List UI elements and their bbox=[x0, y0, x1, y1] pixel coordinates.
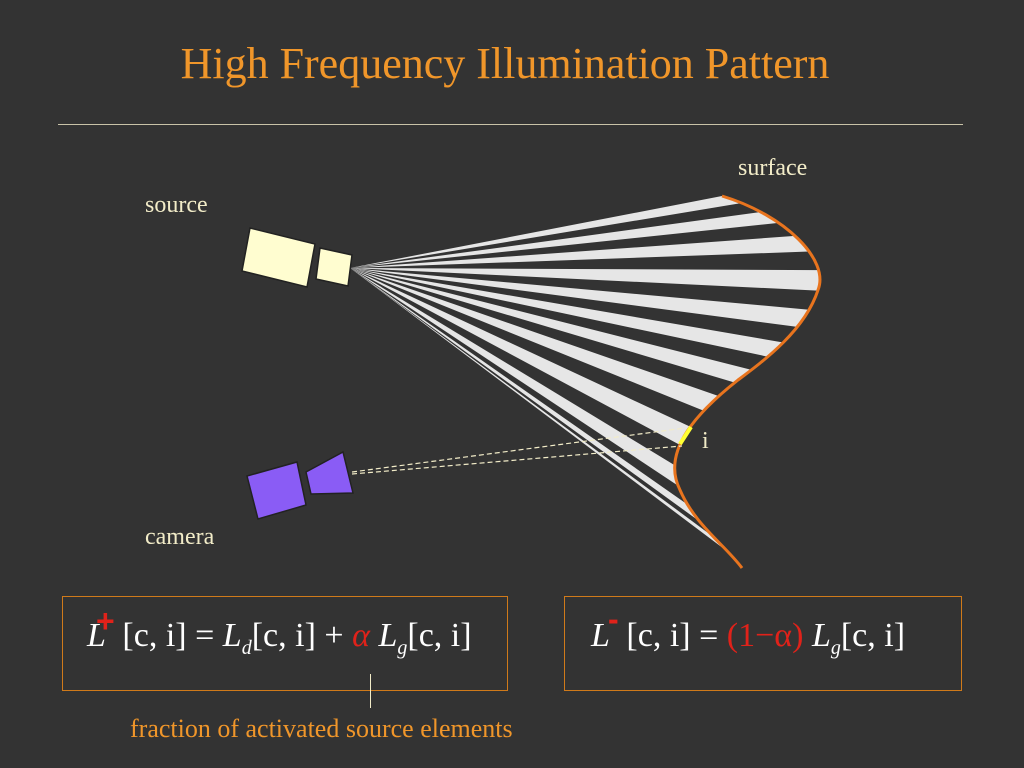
alpha-annotation: fraction of activated source elements bbox=[130, 714, 513, 743]
light-stripe bbox=[350, 268, 810, 327]
alpha-pointer-line bbox=[370, 674, 371, 708]
light-stripe bbox=[350, 196, 742, 268]
equation-plus-box: + L [c, i] = Ld[c, i] + α Lg[c, i] bbox=[62, 596, 508, 691]
light-stripe bbox=[350, 268, 820, 291]
plus-operator: + bbox=[324, 617, 344, 654]
light-stripe bbox=[350, 268, 719, 411]
equals-sign: = bbox=[699, 617, 719, 654]
slide-title: High Frequency Illumination Pattern bbox=[180, 39, 830, 88]
source-label: source bbox=[145, 192, 208, 218]
illumination-stripes bbox=[350, 196, 820, 553]
lhs-symbol: L bbox=[87, 617, 106, 654]
surface-label: surface bbox=[738, 155, 808, 181]
alpha-symbol: α bbox=[352, 617, 370, 654]
light-stripe bbox=[350, 235, 810, 268]
lhs-args: [c, i] bbox=[626, 617, 691, 654]
one-minus-alpha: (1−α) bbox=[726, 617, 804, 654]
lhs-symbol: L bbox=[591, 617, 610, 654]
global-symbol: L bbox=[811, 617, 831, 654]
light-stripe bbox=[350, 212, 779, 268]
global-symbol: L bbox=[378, 617, 398, 654]
global-subscript: g bbox=[830, 637, 841, 659]
surface-point-marker bbox=[678, 425, 693, 446]
camera-label: camera bbox=[145, 524, 215, 550]
direct-symbol: L bbox=[222, 617, 242, 654]
point-i-label: i bbox=[702, 428, 709, 454]
light-stripe bbox=[350, 268, 691, 445]
light-stripe bbox=[350, 268, 679, 486]
source-projector-body bbox=[241, 227, 316, 288]
light-stripe bbox=[350, 268, 700, 522]
lhs-args: [c, i] bbox=[122, 617, 187, 654]
light-stripe bbox=[350, 268, 784, 357]
source-projector-lens bbox=[315, 247, 353, 287]
camera-body bbox=[246, 461, 307, 520]
equation-minus-box: - L [c, i] = (1−α) Lg[c, i] bbox=[564, 596, 962, 691]
camera-lens bbox=[305, 450, 354, 495]
direct-subscript: d bbox=[241, 637, 252, 659]
plus-sign: + bbox=[96, 603, 115, 639]
equation-minus: L [c, i] = (1−α) Lg[c, i] bbox=[591, 617, 905, 660]
sight-line-lower bbox=[351, 445, 683, 475]
global-args: [c, i] bbox=[840, 617, 906, 654]
light-stripe bbox=[350, 268, 729, 553]
light-stripe bbox=[350, 268, 752, 383]
global-args: [c, i] bbox=[407, 617, 472, 654]
title-divider bbox=[58, 124, 963, 125]
direct-args: [c, i] bbox=[251, 617, 316, 654]
minus-sign: - bbox=[608, 601, 619, 637]
equals-sign: = bbox=[195, 617, 215, 654]
surface-curve bbox=[673, 194, 822, 569]
equation-plus: L [c, i] = Ld[c, i] + α Lg[c, i] bbox=[87, 617, 472, 660]
global-subscript: g bbox=[397, 637, 408, 659]
